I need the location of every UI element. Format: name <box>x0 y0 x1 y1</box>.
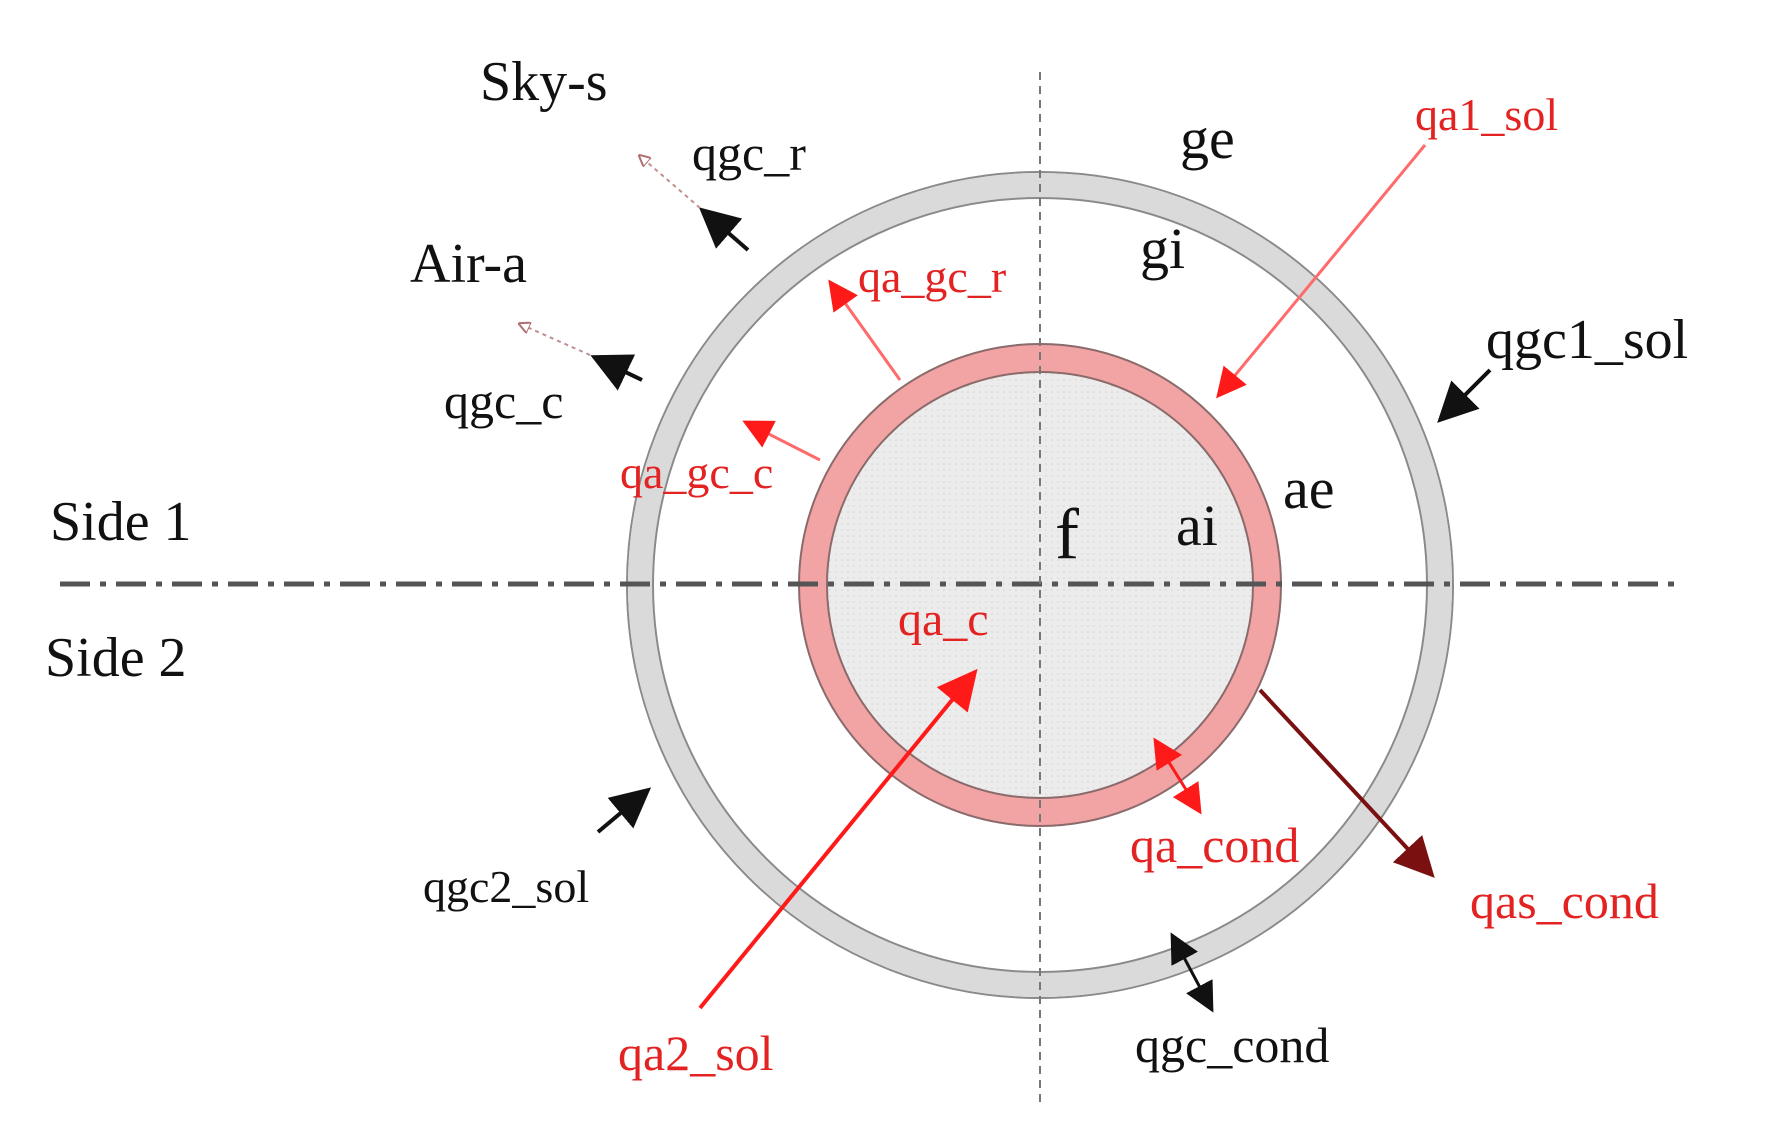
ae-label: ae <box>1283 456 1335 521</box>
qgc-r-label: qgc_r <box>692 125 806 181</box>
qa1-sol-label: qa1_sol <box>1415 89 1558 140</box>
qa1-sol-arrow <box>1216 144 1427 399</box>
qgc2-sol-arrow <box>596 787 652 834</box>
qa-c-label: qa_c <box>898 593 989 646</box>
fluid-label: f <box>1055 494 1079 574</box>
qgc-cond-arrow <box>1170 932 1214 1013</box>
qa-cond-label: qa_cond <box>1130 817 1299 873</box>
qgc2-sol-label: qgc2_sol <box>423 861 589 912</box>
qgc1-sol-arrow <box>1437 368 1492 423</box>
qa-gc-c-arrow <box>742 420 821 462</box>
qgc-cond-label: qgc_cond <box>1135 1017 1329 1073</box>
qas-cond-label: qas_cond <box>1470 873 1659 929</box>
qgc-r-arrow <box>698 207 750 252</box>
qa2-sol-arrow <box>698 668 978 1010</box>
gi-label: gi <box>1140 216 1185 281</box>
qa-cond-arrow <box>1153 737 1202 815</box>
sky-label: Sky-s <box>480 51 608 113</box>
ai-label: ai <box>1176 493 1218 558</box>
side1-label: Side 1 <box>50 491 192 553</box>
air-label: Air-a <box>410 233 527 295</box>
qgc-c-dotted-arrow <box>520 324 591 356</box>
side2-label: Side 2 <box>45 627 187 689</box>
qa-gc-r-arrow <box>828 279 902 381</box>
qgc-c-label: qgc_c <box>444 373 563 429</box>
qa2-sol-label: qa2_sol <box>618 1025 774 1081</box>
qas-cond-arrow <box>1258 688 1435 878</box>
qgc1-sol-label: qgc1_sol <box>1486 309 1688 371</box>
ge-label: ge <box>1180 106 1235 171</box>
qa-gc-c-label: qa_gc_c <box>620 447 773 498</box>
qgc-r-dotted-arrow <box>640 156 701 209</box>
qa-gc-r-label: qa_gc_r <box>858 251 1006 302</box>
qgc-c-arrow <box>590 354 643 391</box>
